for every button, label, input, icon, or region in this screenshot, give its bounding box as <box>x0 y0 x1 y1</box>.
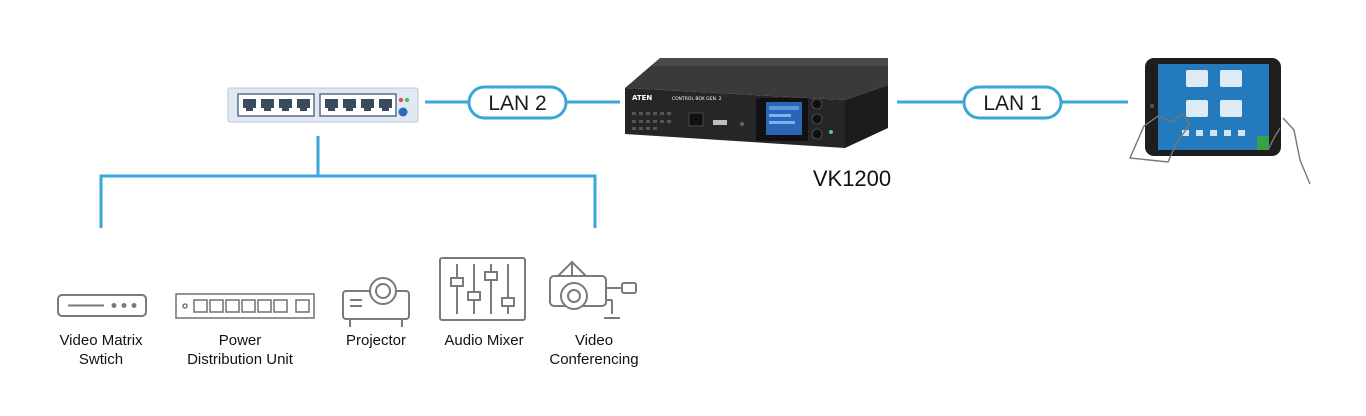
projector-icon <box>342 277 410 327</box>
video-conferencing-label-line1: Video <box>575 332 613 349</box>
video-conferencing-label-line2: Conferencing <box>549 351 638 368</box>
lan1-label: LAN 1 <box>983 92 1041 115</box>
power-distribution-unit-icon <box>175 293 315 319</box>
tablet-icon <box>1128 58 1311 185</box>
video-matrix-switch-label-line2: Swtich <box>79 351 123 368</box>
device-labels: Video Matrix Swtich Power Distribution U… <box>59 332 638 368</box>
controller-front-text: CONTROL BOX GEN. 2 <box>672 96 722 102</box>
device-bus-line <box>99 174 597 228</box>
network-switch-icon <box>227 87 419 123</box>
lan2-label: LAN 2 <box>488 92 546 115</box>
controller-brand: ATEN <box>632 94 652 102</box>
lan1-badge: LAN 1 <box>962 85 1063 120</box>
projector-label: Projector <box>346 332 406 349</box>
video-conferencing-icon <box>549 260 637 319</box>
audio-mixer-label: Audio Mixer <box>444 332 523 349</box>
video-matrix-switch-icon <box>57 294 147 317</box>
video-matrix-switch-label-line1: Video Matrix <box>59 332 143 349</box>
power-distribution-unit-label-line2: Distribution Unit <box>187 351 294 368</box>
audio-mixer-icon <box>439 257 526 321</box>
vk1200-controller-device: ATEN CONTROL BOX GEN. 2 <box>625 58 888 148</box>
lan2-badge: LAN 2 <box>467 85 568 120</box>
power-distribution-unit-label-line1: Power <box>219 332 262 349</box>
controller-model-label: VK1200 <box>813 166 891 191</box>
